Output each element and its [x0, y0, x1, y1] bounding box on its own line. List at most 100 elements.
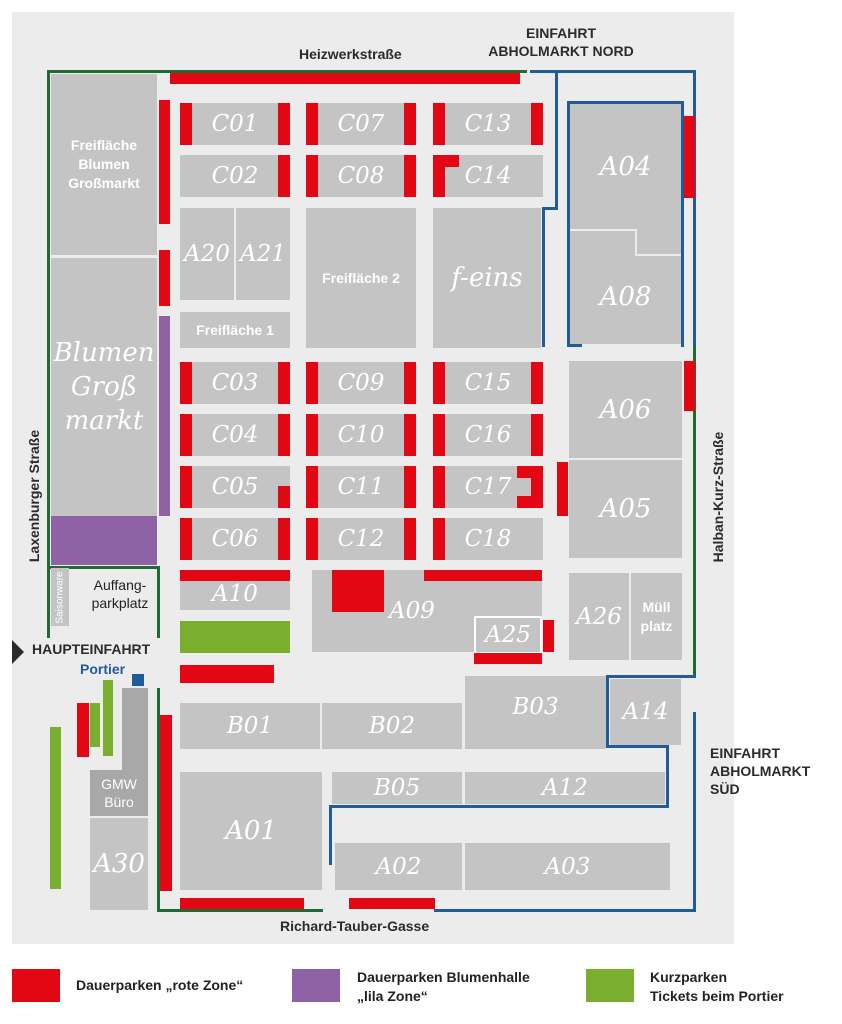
abholmarkt-border-inner-v: [542, 207, 545, 347]
gmw-annex: [122, 688, 148, 770]
red-c15-r: [531, 362, 543, 404]
red-c16-r: [531, 414, 543, 456]
freiflaeche-2: Freifläche 2: [306, 208, 416, 348]
a04-border-left: [567, 101, 570, 347]
block-a05: A05: [569, 460, 682, 558]
entrance-abholmarkt-sued: EINFAHRT ABHOLMARKT SÜD: [710, 745, 811, 797]
red-a09-square: [332, 570, 384, 612]
block-c01: C01: [180, 103, 290, 145]
red-c03-r: [278, 362, 290, 404]
block-b01: B01: [180, 703, 320, 749]
f-eins: f-eins: [433, 208, 541, 348]
site-border-east: [693, 343, 696, 676]
legend-label-red: Dauerparken „rote Zone“: [76, 977, 244, 993]
red-a25-bottom: [474, 653, 542, 664]
legend-swatch-red: [12, 969, 60, 1002]
abholmarkt-border-south: [434, 909, 696, 912]
red-a25-right: [543, 620, 554, 652]
red-zone-west-1: [159, 100, 170, 224]
block-a25: A25: [474, 616, 542, 654]
red-c11-r: [404, 466, 416, 508]
legend-swatch-purple: [292, 969, 340, 1002]
block-a30: A30: [90, 818, 148, 910]
street-laxenburger-strasse: Laxenburger Straße: [26, 429, 42, 563]
block-c05: C05: [180, 466, 290, 508]
auffangparkplatz-label: Auffang- parkplatz: [91, 577, 149, 611]
red-c12-r: [404, 518, 416, 560]
red-c11-l: [306, 466, 318, 508]
red-c07-r: [404, 103, 416, 145]
abholmarkt-border-east-top: [693, 70, 696, 346]
block-c07: C07: [306, 103, 416, 145]
block-c02: C02: [180, 155, 290, 197]
site-border-west-lower: [157, 688, 160, 912]
block-a26: A26: [569, 573, 629, 660]
a02-border-left: [329, 805, 332, 865]
red-c15-l: [433, 362, 445, 404]
porter-label: Portier: [80, 661, 126, 677]
red-c09-l: [306, 362, 318, 404]
block-a21: A21: [236, 208, 290, 300]
a09-label: A09: [389, 598, 435, 624]
entrance-arrow-icon: [12, 640, 24, 664]
saisonware: Saisonware: [51, 568, 69, 626]
a12-border-bottom: [329, 805, 669, 808]
red-c04-r: [278, 414, 290, 456]
red-c16-l: [433, 414, 445, 456]
block-a04: A04: [570, 104, 681, 229]
red-a04-r: [684, 116, 695, 198]
red-c01-l: [180, 103, 192, 145]
red-c03-l: [180, 362, 192, 404]
red-c13-l: [433, 103, 445, 145]
red-c13-r: [531, 103, 543, 145]
red-c12-l: [306, 518, 318, 560]
red-zone-north: [170, 73, 520, 84]
block-a02: A02: [335, 843, 462, 890]
red-c10-l: [306, 414, 318, 456]
site-border-south: [157, 909, 323, 912]
abholmarkt-border-north: [530, 70, 696, 73]
a14-border-top: [606, 675, 696, 678]
a04-a08-divider-h2: [635, 254, 681, 256]
a04-border-top: [567, 101, 683, 104]
block-c04: C04: [180, 414, 290, 456]
site-border-step-v: [157, 566, 160, 638]
block-c10: C10: [306, 414, 416, 456]
block-a20: A20: [180, 208, 234, 300]
a04-a08-divider-v: [635, 229, 637, 255]
red-zone-south-2: [349, 898, 435, 909]
block-c09: C09: [306, 362, 416, 404]
street-heizwerkstrasse: Heizwerkstraße: [299, 46, 402, 62]
lila-zone-side: [159, 316, 170, 516]
block-c03: C03: [180, 362, 290, 404]
a04-border-bottom: [567, 344, 582, 347]
freiflaeche-blumen-grossmarkt: Freifläche Blumen Großmarkt: [51, 74, 157, 255]
a14-border-bottom: [606, 745, 668, 748]
red-zone-south-1: [180, 898, 304, 909]
block-c17: C17: [433, 466, 543, 508]
red-c02-r: [278, 155, 290, 197]
legend-label-green: Kurzparken Tickets beim Portier: [650, 969, 784, 1004]
entrance-abholmarkt-nord: EINFAHRT ABHOLMARKT NORD: [488, 25, 634, 59]
block-a03: A03: [465, 843, 670, 890]
block-c16: C16: [433, 414, 543, 456]
red-c14-top: [433, 155, 459, 167]
red-c09-r: [404, 362, 416, 404]
red-c05-l: [180, 466, 192, 508]
site-border-step: [47, 566, 159, 569]
block-c13: C13: [433, 103, 543, 145]
block-b03: B03: [465, 676, 606, 749]
green-zone-2: [103, 680, 113, 756]
legend-swatch-green: [586, 969, 634, 1002]
green-zone-1: [90, 703, 100, 747]
abholmarkt-border-inner: [555, 70, 558, 210]
green-zone-3: [50, 727, 61, 889]
block-b02: B02: [322, 703, 462, 749]
red-c01-r: [278, 103, 290, 145]
saisonware-label: Saisonware: [54, 570, 66, 624]
block-c15: C15: [433, 362, 543, 404]
block-c12: C12: [306, 518, 416, 560]
red-c08-l: [306, 155, 318, 197]
muellplatz: Müll platz: [631, 573, 682, 660]
red-c07-l: [306, 103, 318, 145]
